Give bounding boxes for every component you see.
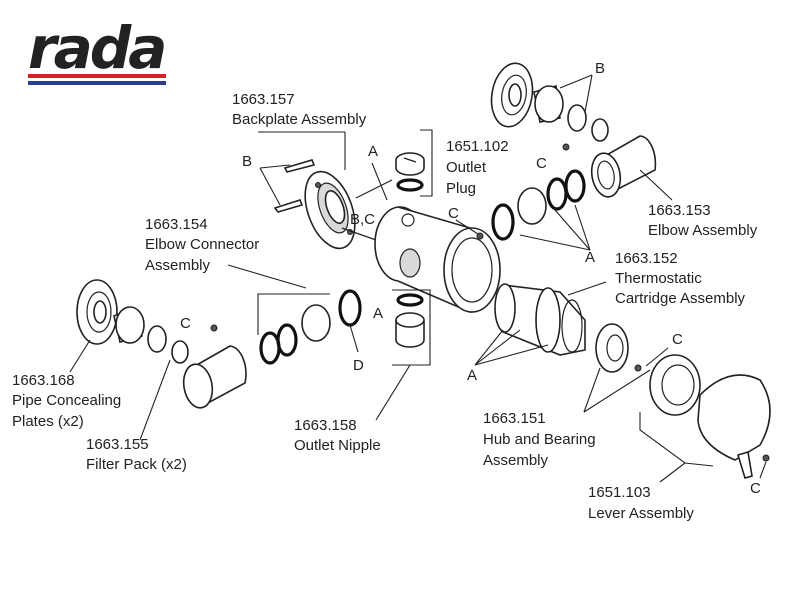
key-bc: B,C bbox=[350, 211, 375, 228]
label-backplate-name: Backplate Assembly bbox=[232, 111, 367, 128]
label-elbow-connector-code: 1663.154 bbox=[145, 216, 208, 233]
label-elbow-assembly-code: 1663.153 bbox=[648, 202, 711, 219]
label-pipe-plates-line1: Pipe Concealing bbox=[12, 392, 121, 409]
key-a-cartridge: A bbox=[467, 367, 477, 384]
label-outlet-nipple-name: Outlet Nipple bbox=[294, 437, 381, 454]
logo-stripe-red bbox=[28, 74, 166, 78]
label-hub-bearing-line2: Assembly bbox=[483, 452, 549, 469]
key-c-hub: C bbox=[672, 331, 683, 348]
label-cartridge-line2: Cartridge Assembly bbox=[615, 290, 746, 307]
label-elbow-assembly-name: Elbow Assembly bbox=[648, 222, 758, 239]
key-a-elbow: A bbox=[585, 249, 595, 266]
key-letters: B B A C B,C C A C A D A C C bbox=[180, 60, 761, 497]
label-hub-bearing-line1: Hub and Bearing bbox=[483, 431, 596, 448]
key-c-lever: C bbox=[750, 480, 761, 497]
label-backplate-code: 1663.157 bbox=[232, 91, 295, 108]
label-hub-bearing-code: 1663.151 bbox=[483, 410, 546, 427]
key-a-nipple: A bbox=[373, 305, 383, 322]
key-b-left: B bbox=[242, 153, 252, 170]
part-labels: 1663.157 Backplate Assembly 1651.102 Out… bbox=[12, 91, 758, 522]
backplate-assembly-drawing bbox=[273, 159, 393, 250]
label-filter-pack-name: Filter Pack (x2) bbox=[86, 456, 187, 473]
key-c-left: C bbox=[180, 315, 191, 332]
logo-text: rada bbox=[28, 14, 164, 82]
label-outlet-plug-line2: Plug bbox=[446, 180, 476, 197]
label-pipe-plates-line2: Plates (x2) bbox=[12, 413, 84, 430]
label-outlet-nipple-code: 1663.158 bbox=[294, 417, 357, 434]
label-outlet-plug-code: 1651.102 bbox=[446, 138, 509, 155]
label-cartridge-line1: Thermostatic bbox=[615, 270, 702, 287]
key-c-body: C bbox=[448, 205, 459, 222]
valve-body-drawing bbox=[374, 206, 501, 313]
leader-lines bbox=[69, 74, 767, 483]
outlet-nipple-drawing bbox=[395, 293, 425, 348]
lever-assembly-drawing bbox=[649, 354, 771, 479]
label-filter-pack-code: 1663.155 bbox=[86, 436, 149, 453]
elbow-assembly-drawing bbox=[490, 62, 657, 241]
key-a-plug: A bbox=[368, 143, 378, 160]
label-lever-name: Lever Assembly bbox=[588, 505, 694, 522]
elbow-connector-drawing bbox=[76, 279, 362, 409]
logo-stripe-blue bbox=[28, 81, 166, 85]
key-c-top: C bbox=[536, 155, 547, 172]
label-pipe-plates-code: 1663.168 bbox=[12, 372, 75, 389]
outlet-plug-drawing bbox=[395, 152, 425, 192]
cartridge-drawing bbox=[494, 283, 642, 373]
key-b-top: B bbox=[595, 60, 605, 77]
label-outlet-plug-line1: Outlet bbox=[446, 159, 487, 176]
label-elbow-connector-line1: Elbow Connector bbox=[145, 236, 259, 253]
rada-logo: rada bbox=[28, 14, 167, 85]
label-lever-code: 1651.103 bbox=[588, 484, 651, 501]
label-cartridge-code: 1663.152 bbox=[615, 250, 678, 267]
key-d: D bbox=[353, 357, 364, 374]
label-elbow-connector-line2: Assembly bbox=[145, 257, 211, 274]
